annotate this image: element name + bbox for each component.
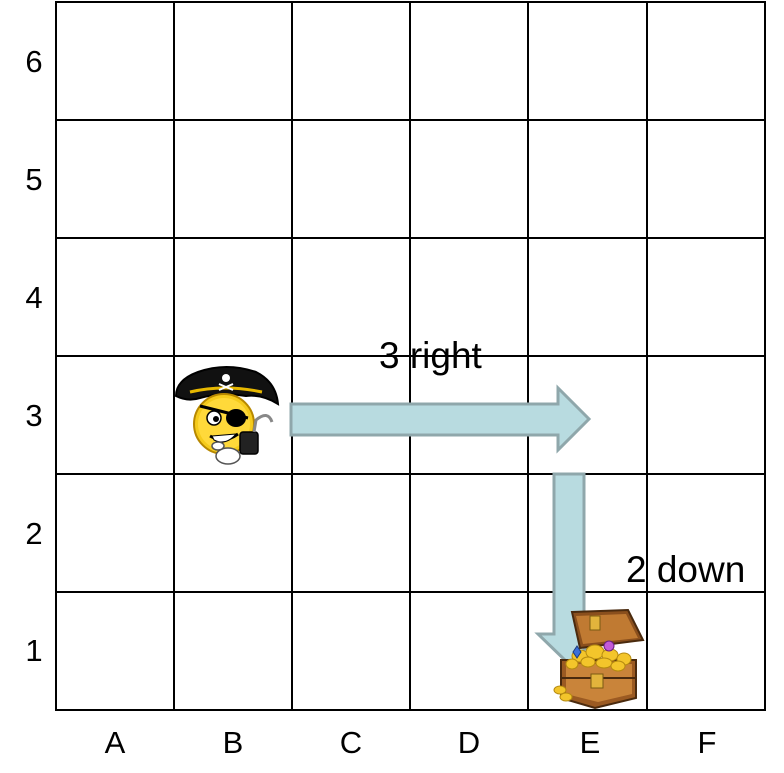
right-move-label: 3 right xyxy=(379,335,483,376)
column-label-d: D xyxy=(458,725,480,760)
down-arrow-icon xyxy=(534,472,605,667)
row-label-6: 6 xyxy=(25,44,42,79)
row-label-3: 3 xyxy=(25,398,42,433)
row-label-2: 2 xyxy=(25,516,42,551)
column-label-f: F xyxy=(698,725,717,760)
row-label-5: 5 xyxy=(25,162,42,197)
column-labels: A B C D E F xyxy=(105,725,717,760)
row-label-1: 1 xyxy=(25,633,42,668)
column-label-b: B xyxy=(223,725,244,760)
down-move-label: 2 down xyxy=(626,549,745,590)
row-labels: 6 5 4 3 2 1 xyxy=(25,44,42,668)
column-label-e: E xyxy=(580,725,601,760)
column-label-c: C xyxy=(340,725,362,760)
column-label-a: A xyxy=(105,725,126,760)
treasure-chest-icon xyxy=(553,608,645,710)
grid-lines xyxy=(55,1,766,711)
pirate-icon xyxy=(174,366,280,465)
row-label-4: 4 xyxy=(25,280,42,315)
right-arrow-icon xyxy=(289,384,592,454)
